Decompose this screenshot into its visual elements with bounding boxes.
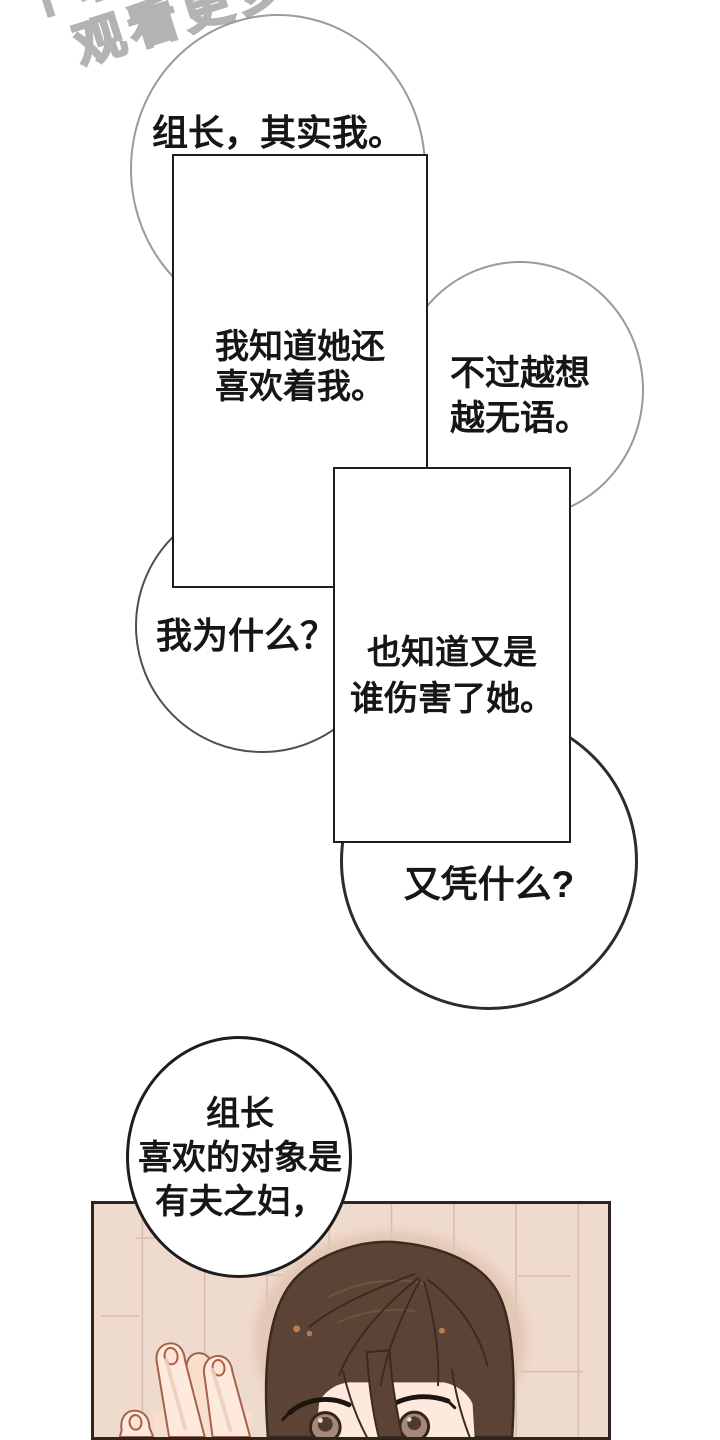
character-hand [118, 1342, 253, 1437]
dialog-box2: 也知道又是 谁伤害了她。 [333, 630, 571, 722]
dialog-box1-line2: 喜欢着我。 [215, 368, 385, 406]
dialog-box1-line1: 我知道她还 [215, 328, 385, 366]
dialog-top: 组长，其实我。 [151, 112, 404, 153]
hair-bangs [308, 1273, 489, 1437]
dialog-right-line2: 越无语。 [449, 399, 590, 438]
fingernail [128, 1414, 143, 1431]
speech-bubble-bottom [126, 1036, 352, 1278]
hair-highlights [326, 1279, 427, 1324]
hair-glints [293, 1325, 445, 1337]
dialog-bottom-line3: 有夫之妇， [155, 1183, 325, 1221]
dialog-left: 我为什么？ [155, 615, 336, 656]
dialog-bottom: 组长 喜欢的对象是 有夫之妇， [126, 1092, 354, 1224]
character-eye-left [281, 1397, 352, 1437]
dialog-middle: 又凭什么? [403, 864, 575, 905]
dialog-right-line1: 不过越想 [449, 354, 590, 393]
thought-box-2 [333, 467, 571, 843]
dialog-bottom-line1: 组长 [206, 1095, 274, 1133]
dialog-box2-line2: 谁伤害了她。 [350, 680, 554, 718]
dialog-right: 不过越想 越无语。 [396, 351, 644, 441]
dialog-box2-line1: 也知道又是 [367, 634, 537, 672]
dialog-box1: 我知道她还 喜欢着我。 [172, 327, 428, 407]
dialog-bottom-line2: 喜欢的对象是 [138, 1139, 342, 1177]
